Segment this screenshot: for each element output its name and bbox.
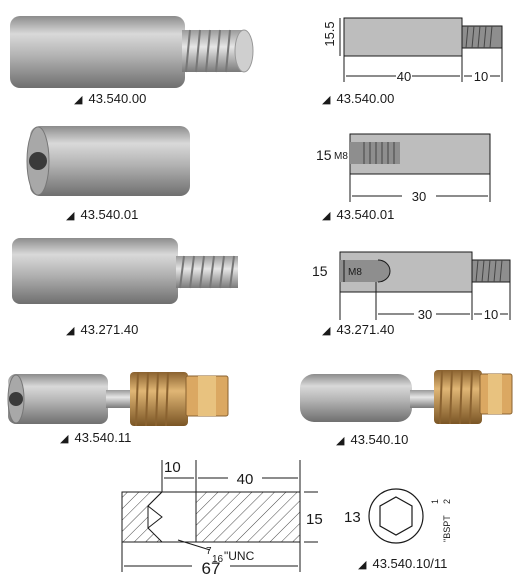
caption-43-540-01: ◢43.540.01	[66, 207, 139, 222]
anode-photo-43-540-10	[300, 369, 513, 425]
marker-icon: ◢	[66, 210, 75, 222]
anode-photo-43-271-40	[12, 238, 238, 304]
dim-body-length: 30	[418, 307, 432, 322]
anode-photo-43-540-01	[26, 126, 190, 196]
marker-icon: ◢	[74, 94, 83, 106]
caption-drawing-43-540-00: ◢43.540.00	[322, 91, 395, 106]
dim-bspt-suffix: "BSPT	[442, 515, 452, 542]
dim-thread-length: 10	[474, 69, 488, 84]
dim-thread: M8	[334, 151, 348, 162]
caption-43-271-40: ◢43.271.40	[66, 322, 139, 337]
caption-drawing-43-540-01: ◢43.540.01	[322, 207, 395, 222]
dim-body-length: 30	[412, 189, 426, 204]
dim-hex: 13	[344, 509, 361, 526]
drawing-43-271-40: 15 M8 30 10	[312, 251, 511, 322]
dim-height: 15	[316, 147, 332, 163]
caption-43-540-11: ◢43.540.11	[60, 430, 132, 445]
drawing-43-540-00: 15.5 40 10	[322, 17, 503, 84]
anode-photo-43-540-11	[7, 371, 229, 427]
marker-icon: ◢	[358, 559, 367, 571]
dim-body-length: 40	[237, 471, 254, 488]
marker-icon: ◢	[322, 94, 331, 106]
dim-thread-length: 10	[484, 307, 498, 322]
anode-photo-43-540-00	[10, 16, 254, 88]
dim-thread: M8	[348, 267, 362, 278]
dim-body-length: 40	[397, 69, 411, 84]
dim-bspt-numerator: 1	[430, 499, 440, 504]
dim-unc-suffix: "UNC	[224, 549, 255, 563]
drawing-43-540-10-11-section: 10 40 15 67 7 16 "UNC	[121, 459, 323, 576]
drawing-43-540-10-11-end: 13 1 2 "BSPT	[344, 488, 452, 544]
dim-unc-denominator: 16	[212, 554, 224, 565]
caption-43-540-00: ◢43.540.00	[74, 91, 147, 106]
dim-unc-numerator: 7	[206, 546, 212, 557]
caption-43-540-10: ◢43.540.10	[336, 432, 409, 447]
caption-drawing-43-540-10-11: ◢43.540.10/11	[358, 556, 448, 571]
drawing-43-540-01: 15 M8 30	[316, 133, 491, 204]
dim-bspt-denominator: 2	[442, 499, 452, 504]
dim-height: 15	[306, 511, 323, 528]
marker-icon: ◢	[66, 325, 75, 337]
marker-icon: ◢	[60, 433, 69, 445]
dim-collar: 10	[164, 459, 181, 476]
marker-icon: ◢	[322, 210, 331, 222]
dim-total: 67	[202, 559, 221, 576]
caption-drawing-43-271-40: ◢43.271.40	[322, 322, 395, 337]
dim-height: 15.5	[322, 21, 337, 46]
marker-icon: ◢	[322, 325, 331, 337]
dim-height: 15	[312, 263, 328, 279]
marker-icon: ◢	[336, 435, 345, 447]
